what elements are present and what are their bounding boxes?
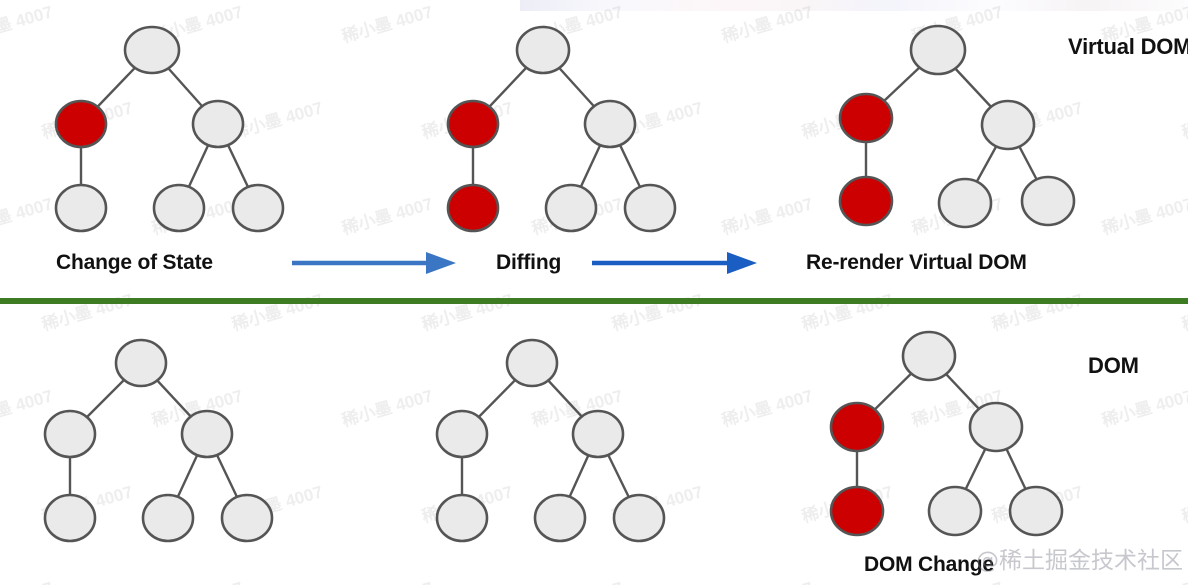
tree-node [937,177,993,229]
tree-node [231,183,285,233]
tree-node-changed [446,99,500,149]
tree-node-changed [54,99,108,149]
tree-node-changed [829,485,885,537]
tree-node [54,183,108,233]
tree-node [191,99,245,149]
row-title-dom: DOM [1088,353,1139,378]
tree-node-changed [829,401,885,453]
tree-node [612,493,666,543]
tree-node-changed [838,175,894,227]
caption-dom-change: DOM Change [864,553,994,576]
caption-re-render-virtual-dom: Re-render Virtual DOM [806,251,1027,274]
tree-node [505,338,559,388]
tree-node [123,25,181,75]
tree-node [43,409,97,459]
tree-node [533,493,587,543]
row-divider [0,298,1188,304]
tree-node [623,183,677,233]
tree-node [43,493,97,543]
tree-node [1008,485,1064,537]
tree-node [141,493,195,543]
tree-node [583,99,637,149]
tree-node [114,338,168,388]
tree-node-changed [838,92,894,144]
tree-node [180,409,234,459]
tree-node [515,25,571,75]
tree-node [968,401,1024,453]
tree-node [435,493,489,543]
tree-node [435,409,489,459]
tree-node [980,99,1036,151]
caption-change-of-state: Change of State [56,251,213,274]
top-capture-artifact [520,0,1188,11]
tree-node [571,409,625,459]
caption-diffing: Diffing [496,251,562,274]
tree-node [544,183,598,233]
arrow-head [426,252,456,274]
arrow-head [727,252,757,274]
tree-node [220,493,274,543]
tree-node [927,485,983,537]
tree-node [1020,175,1076,227]
tree-node [901,330,957,382]
tree-node [909,24,967,76]
tree-node [152,183,206,233]
row-title-virtual-dom: Virtual DOM [1068,34,1188,59]
tree-node-changed [446,183,500,233]
